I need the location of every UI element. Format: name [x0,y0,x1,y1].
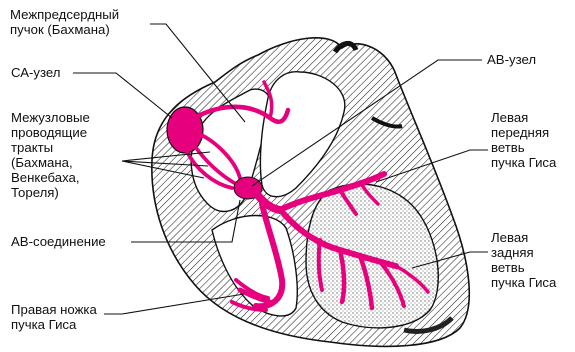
label-av-junction: АВ-соединение [11,234,106,249]
label-left-anterior-fascicle: Левая передняя ветвь пучка Гиса [491,110,556,170]
label-left-posterior-fascicle: Левая задняя ветвь пучка Гиса [491,230,556,290]
label-av-node: АВ-узел [487,52,536,67]
label-right-bundle-branch: Правая ножка пучка Гиса [11,302,97,332]
label-internodal-tracts: Межузловые проводящие тракты (Бахмана, В… [11,110,90,200]
label-sa-node: СА-узел [11,65,61,80]
label-bachmann-bundle: Межпредсердный пучок (Бахмана) [10,7,119,37]
